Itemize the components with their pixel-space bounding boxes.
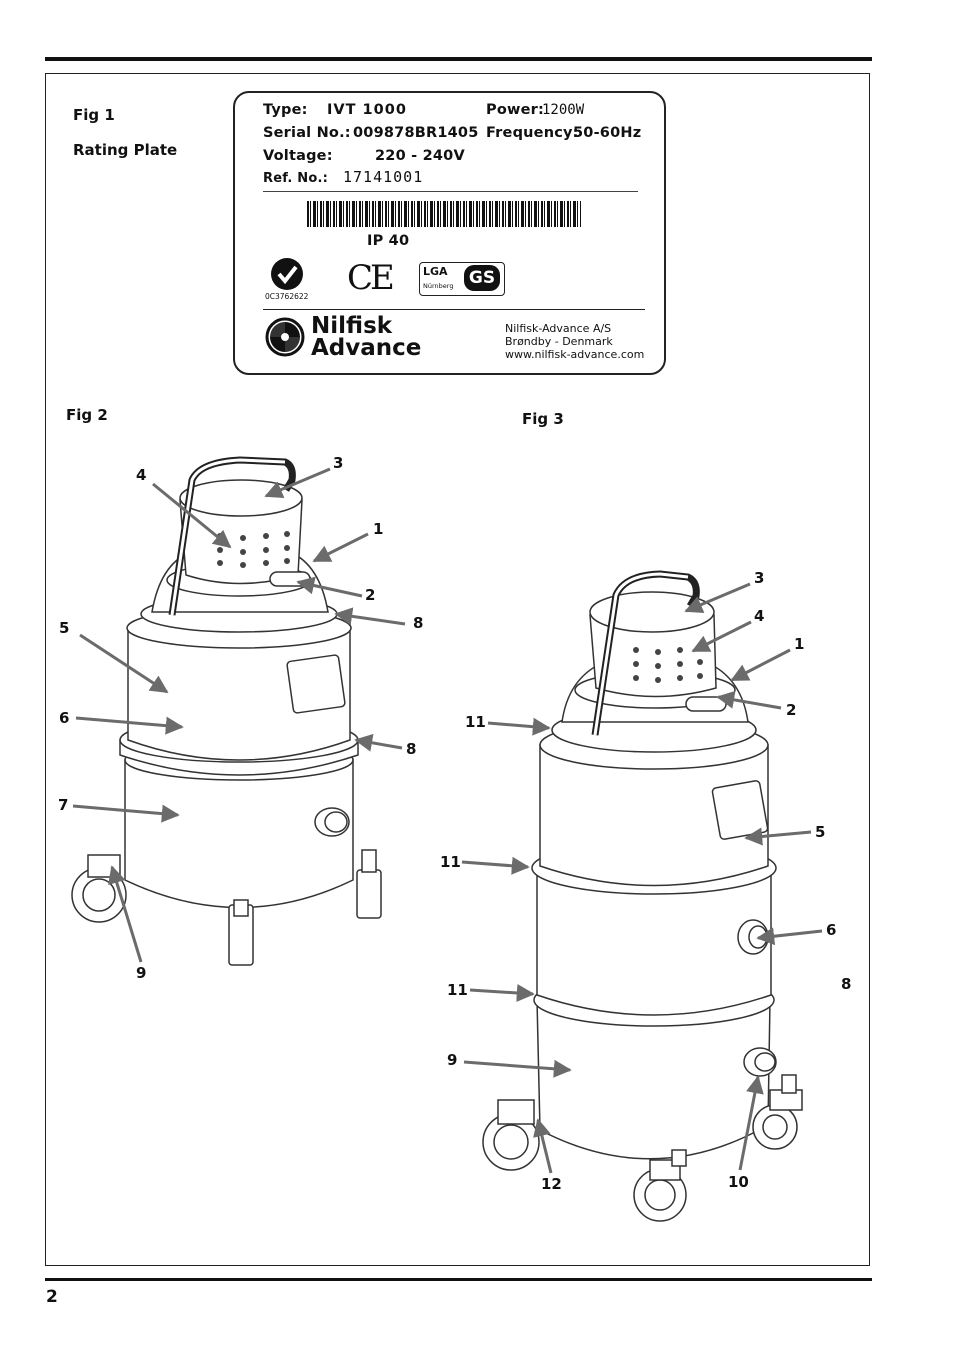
cert-code: 0C3762622: [265, 292, 309, 301]
figure-frame: [45, 73, 870, 1266]
fig3-callout-11a: 11: [465, 713, 486, 731]
fig2-vent-holes: [217, 531, 290, 568]
fig2-callout-1: 1: [373, 520, 384, 538]
fig2-callout-6: 6: [59, 709, 70, 727]
fig3-callout-1: 1: [794, 635, 805, 653]
top-rule: [45, 57, 872, 61]
fig2-callout-4: 4: [136, 466, 147, 484]
page-number: 2: [46, 1287, 58, 1307]
fig2-vacuum-drawing: [71, 456, 382, 966]
fig3-vent-holes: [633, 645, 703, 683]
serial-value: 009878BR1405: [353, 125, 479, 141]
frequency-value: 50-60Hz: [573, 125, 642, 141]
lga-gs-mark: LGA Nürnberg GS: [419, 262, 505, 296]
fig2-callout-arrows: [72, 467, 406, 963]
fig2-callout-8a: 8: [413, 614, 424, 632]
fig2-callout-2: 2: [365, 586, 376, 604]
company-address: Nilfisk-Advance A/S Brøndby - Denmark ww…: [505, 322, 644, 361]
lga-sub: Nürnberg: [423, 282, 454, 290]
ce-mark: CE: [347, 258, 395, 298]
fig2-callout-5: 5: [59, 619, 70, 637]
ip-rating: IP 40: [367, 233, 410, 249]
type-label: Type:: [263, 102, 308, 118]
fig2-callout-8b: 8: [406, 740, 417, 758]
power-value: 1200W: [542, 102, 585, 118]
power-label: Power:: [486, 102, 544, 118]
company-line1: Nilfisk-Advance A/S: [505, 322, 612, 335]
brand-name: Nilfisk Advance: [311, 313, 422, 361]
fig3-callout-11c: 11: [447, 981, 468, 999]
ref-label: Ref. No.:: [263, 171, 328, 186]
lga-text: LGA: [423, 265, 448, 278]
serial-label: Serial No.:: [263, 125, 351, 141]
voltage-label: Voltage:: [263, 148, 333, 164]
company-line2: Brøndby - Denmark: [505, 335, 613, 348]
company-line3: www.nilfisk-advance.com: [505, 348, 645, 361]
gs-text: GS: [464, 265, 500, 291]
fig3-callout-11b: 11: [440, 853, 461, 871]
brand-line1: Nilfisk: [311, 313, 393, 339]
nilfisk-logo-icon: [265, 317, 305, 357]
bottom-rule: [45, 1278, 872, 1281]
fig3-callout-10: 10: [728, 1173, 749, 1191]
fig3-callout-5: 5: [815, 823, 826, 841]
fig3-callout-8: 8: [841, 975, 852, 993]
frequency-label: Frequency:: [486, 125, 579, 141]
plate-divider: [263, 309, 645, 310]
fig3-callout-9: 9: [447, 1051, 458, 1069]
type-value: IVT 1000: [327, 102, 407, 118]
rating-plate: Type: IVT 1000 Power: 1200W Serial No.: …: [233, 91, 666, 375]
brand-line2: Advance: [311, 335, 422, 361]
fig3-label: Fig 3: [522, 410, 564, 428]
fig2-label: Fig 2: [66, 406, 108, 424]
fig3-callout-4: 4: [754, 607, 765, 625]
fig1-label: Fig 1: [73, 106, 115, 124]
fig2-callout-7: 7: [58, 796, 69, 814]
ref-underline: [263, 191, 638, 192]
fig3-callout-2: 2: [786, 701, 797, 719]
fig3-vacuum-drawing: [482, 570, 803, 1222]
barcode: [307, 201, 581, 227]
fig3-callout-arrows: [461, 582, 823, 1174]
fig2-callout-9: 9: [136, 964, 147, 982]
fig2-callout-3: 3: [333, 454, 344, 472]
fig3-callout-3: 3: [754, 569, 765, 587]
fig3-callout-12: 12: [541, 1175, 562, 1193]
voltage-value: 220 - 240V: [375, 148, 465, 164]
ref-value: 17141001: [343, 168, 424, 186]
fig1-caption: Rating Plate: [73, 141, 178, 159]
cert-check-icon: [271, 258, 303, 290]
fig3-callout-6: 6: [826, 921, 837, 939]
